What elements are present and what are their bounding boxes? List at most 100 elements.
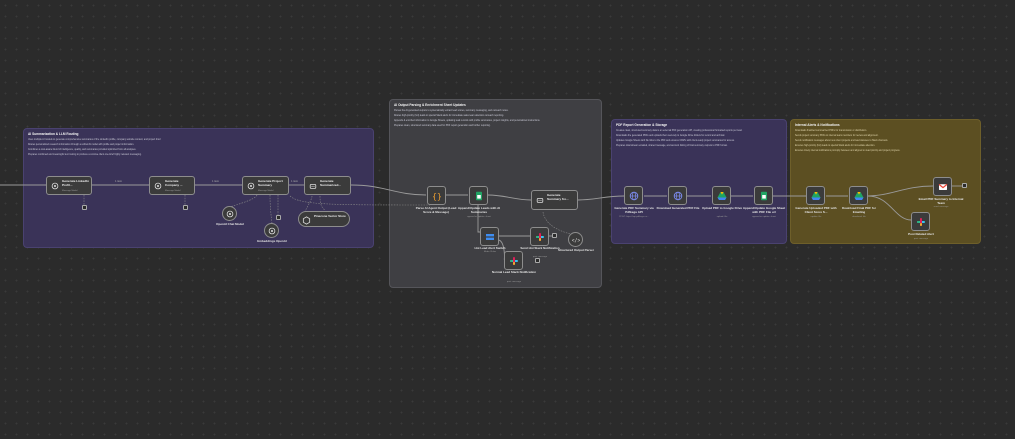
sticky-line: Sends notification messages about new cl…: [795, 140, 889, 143]
wire-dlmail-post: [867, 195, 912, 221]
generate-summary-agent-node[interactable]: Generate Summary fro...: [531, 190, 578, 210]
structured-output-parser-node[interactable]: </>: [568, 232, 583, 247]
drive-uploaded-pdf-node[interactable]: [806, 186, 825, 205]
wire-n4-parse: [350, 184, 427, 196]
bot-icon: [536, 198, 544, 203]
slack-icon: [510, 257, 518, 265]
normal-lead-slack-node[interactable]: [504, 251, 523, 270]
parse-ai-output-node[interactable]: {}: [427, 186, 446, 205]
node-caption: Upload PDF to Google Drive: [701, 206, 743, 210]
node-title: Generate Company ...: [165, 179, 183, 187]
node-caption: Parse AI Agent Output (Lead Score & Mess…: [415, 206, 457, 214]
sticky-line: Downloads the generated PDFs and uploads…: [616, 135, 725, 138]
sticky-line: Combines a cost-aware blend of intellige…: [28, 149, 137, 152]
node-caption: Append/Update Google Sheet with PDF File…: [742, 206, 786, 214]
edge-label: 1 item: [291, 180, 299, 183]
add-model-connector[interactable]: [276, 215, 281, 220]
upload-pdf-drive-node[interactable]: [712, 186, 731, 205]
bot-icon: [309, 183, 317, 189]
generate-pdf-summary-node[interactable]: [624, 186, 643, 205]
node-caption: Post Related Alert: [908, 232, 934, 236]
send-hot-slack-node[interactable]: [530, 227, 549, 246]
node-title: Generate Summarized...: [320, 179, 341, 187]
embeddings-openai-node[interactable]: [264, 223, 279, 238]
node-title: Generate LinkedIn Profil...: [62, 179, 89, 187]
globe-icon: [629, 191, 639, 201]
sticky-line: Sends project summary PDFs to internal t…: [795, 135, 879, 138]
globe-icon: [673, 191, 683, 201]
node-subtitle: send: message: [933, 206, 949, 208]
vector-store-icon: [302, 216, 311, 225]
node-caption: OpenAI Chat Model: [216, 222, 244, 226]
node-caption: Send Hot Slack Notification: [520, 246, 560, 250]
download-generated-pdf-node[interactable]: [668, 186, 687, 205]
sticky-line: Routes high-priority (hot) leads to spec…: [394, 115, 504, 118]
gmail-icon: [938, 183, 948, 190]
sticky-line: Downloads finalized summarized PDFs for …: [795, 130, 867, 132]
switch-icon: [486, 234, 494, 240]
google-drive-icon: [854, 192, 864, 200]
sticky-line: Parses the AI-generated outputs to syste…: [394, 110, 509, 112]
google-drive-icon: [811, 192, 821, 200]
add-model-connector[interactable]: [82, 205, 87, 210]
sticky-line: Prepares clean, structured summary data …: [394, 125, 491, 128]
node-caption: Generate Uploaded PDF with Client Score …: [795, 206, 837, 214]
sticky-title: PDF Report Generation & Storage: [616, 123, 668, 127]
hot-lead-alert-switch-node[interactable]: [480, 227, 499, 246]
sticky-title: AI Summarization & LLM Routing: [28, 132, 79, 136]
node-subtitle: Mode: Rules: [483, 251, 497, 253]
node-subtitle: post: message: [506, 281, 522, 283]
wire-append-hot: [477, 205, 480, 233]
openai-chat-model-node[interactable]: [222, 206, 237, 221]
node-subtitle: update: file: [810, 216, 822, 218]
openai-icon: [247, 182, 255, 189]
sticky-title: Internal Alerts & Notifications: [795, 123, 840, 127]
generate-company-node[interactable]: Generate Company ... Message Model: [149, 176, 195, 195]
sticky-line: Uses multiple AI models to generate comp…: [28, 139, 162, 141]
node-subtitle: Message Model: [258, 190, 274, 192]
output-connector[interactable]: [535, 258, 540, 263]
sticky-line: Creates clean, structured summary data i…: [616, 130, 743, 132]
sticky-line: Routes personalized research information…: [28, 144, 135, 147]
node-caption: Email PDF Summary to Internal Team: [918, 197, 964, 205]
append-update-leads-node[interactable]: [469, 186, 488, 205]
node-subtitle: append or update: sheet: [752, 216, 776, 218]
sticky-line: Prepares combined and meaningful text ro…: [28, 154, 142, 157]
download-final-pdf-node[interactable]: [849, 186, 868, 205]
node-subtitle: upload: file: [716, 216, 728, 218]
node-subtitle: post: message: [913, 238, 929, 240]
node-title: Generate Project Summary: [258, 179, 283, 187]
svg-text:</>: </>: [572, 238, 580, 244]
pinecone-vector-store-node[interactable]: Pinecone Vector Store: [298, 211, 350, 227]
sticky-line: Ensures high-priority (hot) leads to spe…: [795, 145, 876, 148]
node-caption: Embeddings OpenAI: [257, 239, 287, 243]
sticky-line: Updates Google Sheets with file links to…: [616, 140, 735, 143]
node-subtitle: Message Model: [62, 190, 78, 192]
code-icon: </>: [572, 238, 580, 244]
append-sheet-pdf-node[interactable]: [754, 186, 773, 205]
sticky-line: Prepares downstream emailed, shared mess…: [616, 145, 728, 148]
email-pdf-summary-node[interactable]: [933, 177, 952, 196]
output-connector[interactable]: [962, 183, 967, 188]
svg-text:{}: {}: [432, 192, 442, 201]
openai-icon: [268, 227, 276, 235]
edge-label: 1 item: [115, 180, 123, 183]
node-subtitle: POST: https://api.pdfkegu.co...: [619, 216, 649, 218]
slack-icon: [536, 233, 544, 241]
slack-icon: [917, 218, 925, 226]
post-related-alert-node[interactable]: [911, 212, 930, 231]
generate-linkedin-profile-node[interactable]: Generate LinkedIn Profil... Message Mode…: [46, 176, 92, 195]
generate-project-summary-node[interactable]: Generate Project Summary Message Model: [242, 176, 289, 195]
node-subtitle: append or update: sheet: [467, 216, 491, 218]
node-caption: Structured Output Parser: [557, 248, 594, 252]
output-connector[interactable]: [552, 233, 557, 238]
node-title: Generate Summary fro...: [547, 193, 569, 201]
node-caption: Normal Lead Slack Notification: [491, 270, 537, 274]
node-subtitle: download: file: [852, 216, 866, 218]
google-drive-icon: [717, 192, 727, 200]
generate-summarized-agent-node[interactable]: Generate Summarized...: [304, 176, 351, 195]
add-model-connector[interactable]: [183, 205, 188, 210]
node-caption: Download Generated PDF File: [656, 206, 700, 210]
sticky-note-pdf-report[interactable]: PDF Report Generation & Storage Creates …: [611, 119, 787, 244]
